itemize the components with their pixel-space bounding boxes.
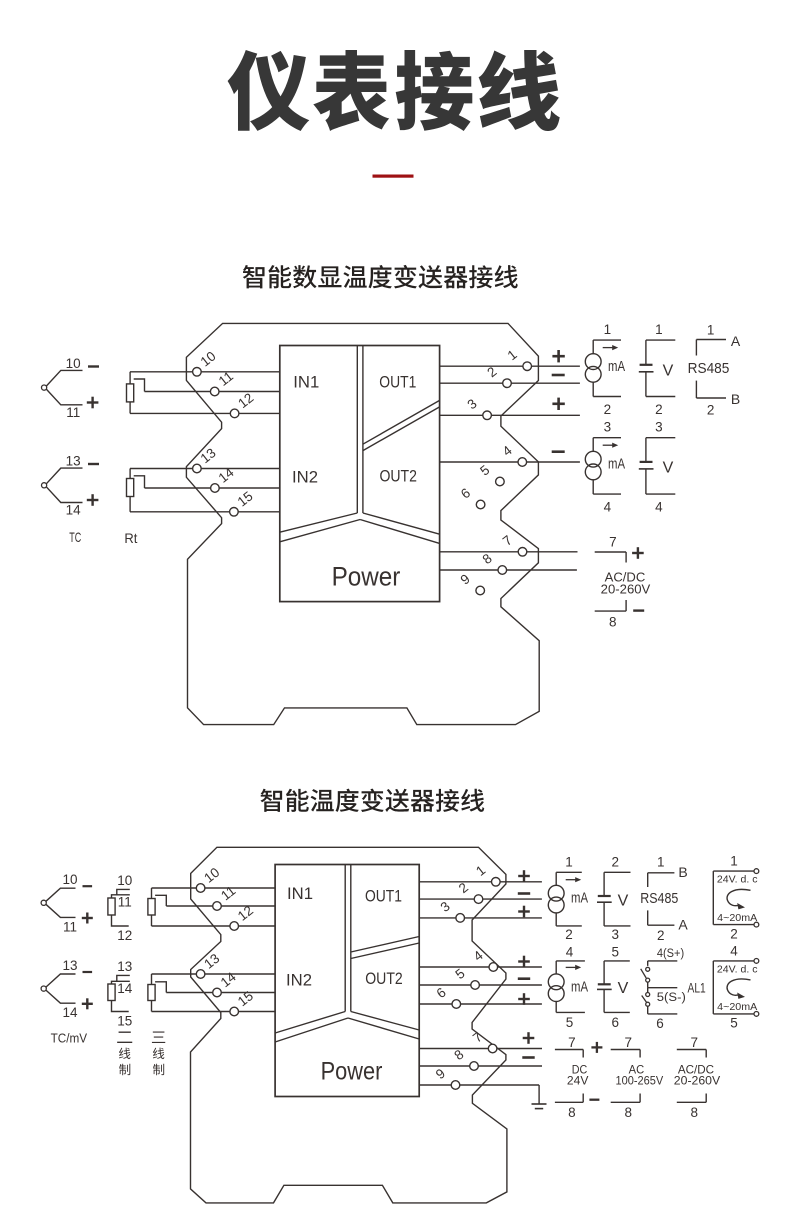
svg-text:11: 11 [66,405,80,420]
svg-text:7: 7 [691,1035,699,1050]
svg-text:B: B [731,391,740,407]
svg-text:2: 2 [730,926,738,941]
svg-text:7: 7 [624,1035,632,1050]
svg-text:10: 10 [201,865,222,886]
svg-text:1: 1 [730,854,738,869]
svg-text:OUT1: OUT1 [379,373,416,392]
svg-text:14: 14 [117,981,133,996]
svg-text:24V. d. c: 24V. d. c [717,875,758,886]
svg-text:8: 8 [568,1105,576,1120]
svg-text:Rt: Rt [124,530,137,546]
svg-text:4: 4 [730,944,738,959]
svg-text:V: V [618,893,629,910]
svg-text:V: V [663,459,674,476]
svg-text:10: 10 [62,872,77,887]
svg-text:13: 13 [198,445,219,466]
svg-text:5: 5 [730,1016,738,1031]
svg-text:Power: Power [332,561,401,591]
svg-text:IN1: IN1 [293,373,319,392]
svg-text:TC: TC [69,529,81,545]
svg-text:3: 3 [655,420,663,435]
svg-text:12: 12 [117,928,132,943]
svg-text:A: A [731,333,741,349]
svg-text:DC: DC [572,1063,588,1077]
svg-text:1: 1 [655,322,663,337]
svg-text:2: 2 [612,855,620,870]
svg-text:15: 15 [235,488,256,509]
svg-text:4~20mA: 4~20mA [717,1001,757,1013]
svg-text:11: 11 [118,895,132,910]
svg-text:AL1: AL1 [688,979,706,995]
svg-text:6: 6 [612,1015,620,1030]
svg-text:1: 1 [707,323,715,338]
svg-text:IN2: IN2 [286,971,312,990]
svg-text:2: 2 [655,402,663,417]
svg-text:AC: AC [629,1063,645,1077]
svg-text:6: 6 [656,1016,664,1031]
svg-text:10: 10 [117,873,132,888]
svg-text:8: 8 [609,614,617,629]
svg-text:IN2: IN2 [292,467,318,486]
svg-text:8: 8 [624,1105,632,1120]
svg-text:AC/DC: AC/DC [605,571,646,585]
svg-text:14: 14 [66,503,82,518]
svg-text:RS485: RS485 [688,360,730,377]
svg-text:14: 14 [62,1005,78,1020]
svg-text:IN1: IN1 [287,884,313,903]
svg-text:V: V [663,362,674,379]
svg-text:5: 5 [566,1015,574,1030]
svg-text:15: 15 [235,988,256,1009]
svg-text:13: 13 [201,951,222,972]
svg-text:1: 1 [565,855,573,870]
svg-text:2: 2 [604,402,612,417]
svg-text:OUT1: OUT1 [365,887,402,906]
svg-text:4(S+): 4(S+) [657,948,684,960]
svg-text:13: 13 [66,454,81,469]
svg-text:4~20mA: 4~20mA [717,912,757,924]
svg-text:TC/mV: TC/mV [51,1030,88,1045]
svg-text:10: 10 [66,356,81,371]
svg-text:3: 3 [612,927,620,942]
svg-text:V: V [618,980,629,997]
svg-text:mA: mA [571,891,588,907]
svg-text:4: 4 [604,499,612,514]
svg-text:RS485: RS485 [640,890,678,907]
svg-text:mA: mA [608,359,625,375]
svg-text:2: 2 [565,927,573,942]
svg-text:7: 7 [568,1035,576,1050]
svg-text:OUT2: OUT2 [379,466,417,485]
svg-text:7: 7 [609,534,617,549]
svg-text:100-265V: 100-265V [616,1073,664,1087]
svg-text:Power: Power [321,1057,383,1085]
svg-text:12: 12 [235,390,256,411]
svg-text:3: 3 [604,420,612,435]
svg-text:5: 5 [612,945,620,960]
svg-text:15: 15 [117,1014,132,1029]
svg-text:24V. d. c: 24V. d. c [717,965,758,976]
svg-text:mA: mA [571,979,588,995]
svg-text:AC/DC: AC/DC [678,1063,715,1077]
svg-text:12: 12 [235,903,256,924]
svg-text:A: A [678,917,688,933]
svg-text:20-260V: 20-260V [674,1073,720,1087]
svg-text:2: 2 [707,403,715,418]
svg-text:13: 13 [117,959,132,974]
svg-text:11: 11 [63,919,77,934]
svg-text:20-260V: 20-260V [601,583,651,597]
svg-text:8: 8 [691,1105,699,1120]
svg-text:10: 10 [198,348,219,369]
svg-text:5(S-): 5(S-) [657,992,686,1004]
svg-text:1: 1 [657,855,665,870]
svg-text:4: 4 [655,499,663,514]
svg-text:mA: mA [608,457,625,473]
svg-text:24V: 24V [567,1073,589,1087]
svg-text:B: B [678,864,687,880]
svg-text:2: 2 [657,928,665,943]
svg-text:13: 13 [62,958,77,973]
svg-text:OUT2: OUT2 [365,969,403,988]
svg-text:1: 1 [604,322,612,337]
svg-text:4: 4 [566,945,574,960]
